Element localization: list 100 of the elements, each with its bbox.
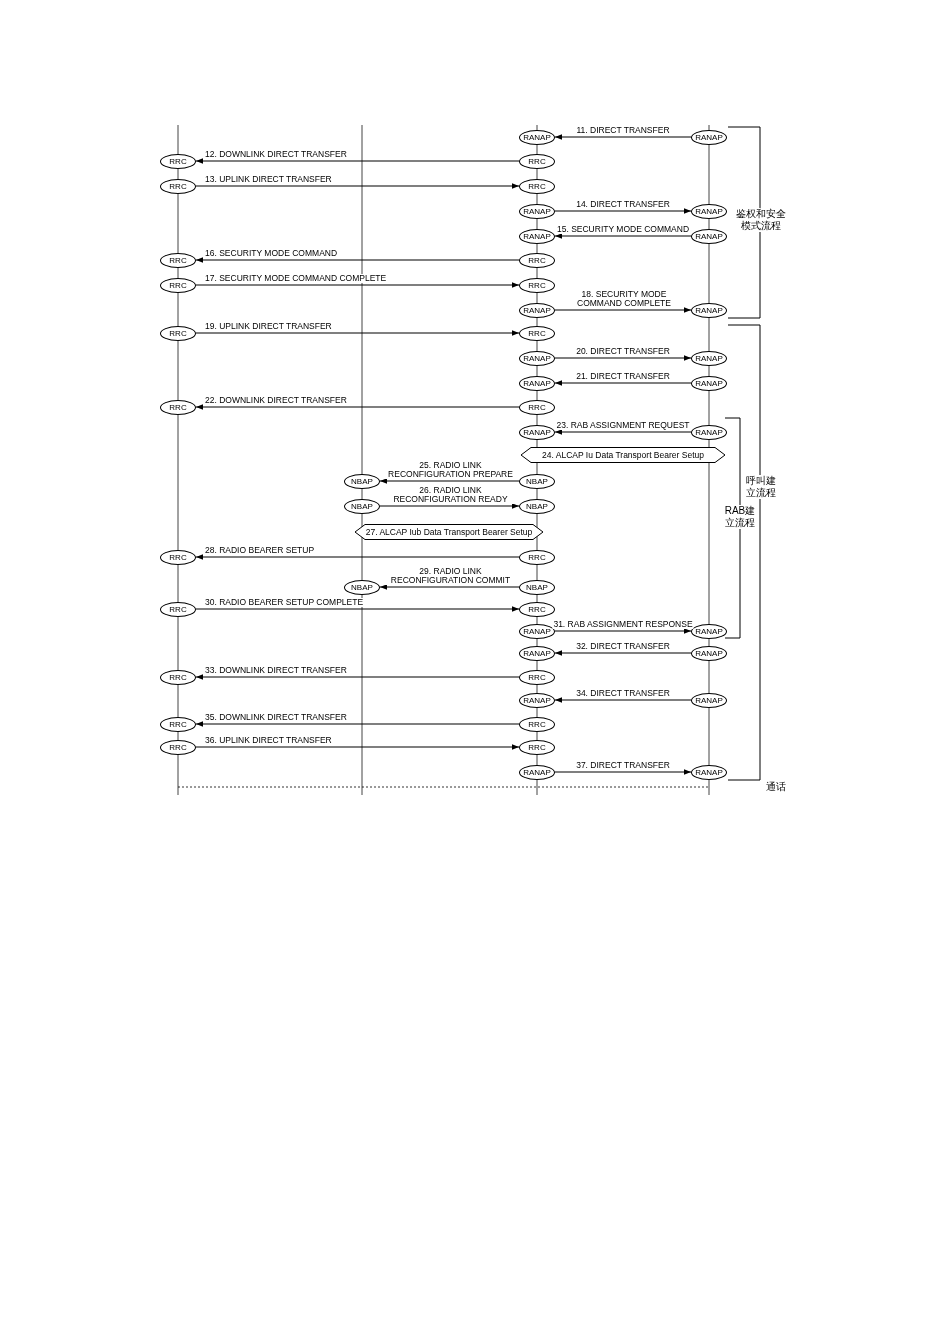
arrow — [554, 233, 692, 239]
protocol-ellipse: RRC — [160, 277, 196, 293]
phase-label: 通话 — [766, 781, 786, 793]
protocol-ellipse: NBAP — [519, 498, 555, 514]
edge-label: 35. DOWNLINK DIRECT TRANSFER — [204, 713, 348, 722]
arrow — [554, 380, 692, 386]
protocol-ellipse: RRC — [519, 325, 555, 341]
protocol-ellipse: RANAP — [519, 692, 555, 708]
edge-label: 31. RAB ASSIGNMENT RESPONSE — [552, 620, 694, 629]
arrow — [195, 183, 520, 189]
edge-label: 23. RAB ASSIGNMENT REQUEST — [555, 421, 691, 430]
edge-label: 14. DIRECT TRANSFER — [575, 200, 671, 209]
protocol-ellipse: RANAP — [691, 645, 727, 661]
protocol-ellipse: RRC — [160, 153, 196, 169]
hexagon-band: 24. ALCAP Iu Data Transport Bearer Setup — [521, 447, 725, 463]
protocol-ellipse: RANAP — [691, 424, 727, 440]
protocol-ellipse: RRC — [160, 399, 196, 415]
edge-label: 36. UPLINK DIRECT TRANSFER — [204, 736, 333, 745]
protocol-ellipse: RRC — [519, 277, 555, 293]
protocol-ellipse: RANAP — [519, 375, 555, 391]
protocol-ellipse: NBAP — [519, 579, 555, 595]
edge-label: 33. DOWNLINK DIRECT TRANSFER — [204, 666, 348, 675]
arrow — [195, 674, 520, 680]
arrow — [379, 478, 520, 484]
edge-label: 32. DIRECT TRANSFER — [575, 642, 671, 651]
protocol-ellipse: RANAP — [519, 424, 555, 440]
protocol-ellipse: RRC — [160, 669, 196, 685]
arrow — [195, 721, 520, 727]
protocol-ellipse: NBAP — [344, 498, 380, 514]
arrow — [554, 429, 692, 435]
protocol-ellipse: RANAP — [691, 203, 727, 219]
protocol-ellipse: RRC — [519, 153, 555, 169]
protocol-ellipse: RANAP — [691, 302, 727, 318]
arrow — [195, 330, 520, 336]
protocol-ellipse: RRC — [519, 178, 555, 194]
protocol-ellipse: RANAP — [519, 129, 555, 145]
edge-label: 22. DOWNLINK DIRECT TRANSFER — [204, 396, 348, 405]
protocol-ellipse: NBAP — [344, 579, 380, 595]
protocol-ellipse: RRC — [160, 739, 196, 755]
protocol-ellipse: RANAP — [691, 350, 727, 366]
edge-label: 30. RADIO BEARER SETUP COMPLETE — [204, 598, 365, 607]
arrow — [554, 628, 692, 634]
edge-label: 12. DOWNLINK DIRECT TRANSFER — [204, 150, 348, 159]
edge-label: 11. DIRECT TRANSFER — [575, 126, 671, 135]
arrow — [554, 134, 692, 140]
arrow — [379, 503, 520, 509]
protocol-ellipse: RRC — [160, 549, 196, 565]
arrow — [195, 158, 520, 164]
protocol-ellipse: RRC — [160, 178, 196, 194]
protocol-ellipse: RANAP — [691, 228, 727, 244]
edge-label: 21. DIRECT TRANSFER — [575, 372, 671, 381]
arrow — [195, 282, 520, 288]
arrow — [554, 307, 692, 313]
protocol-ellipse: RRC — [519, 601, 555, 617]
protocol-ellipse: RANAP — [519, 764, 555, 780]
protocol-ellipse: RRC — [519, 549, 555, 565]
protocol-ellipse: RANAP — [519, 203, 555, 219]
edge-label: 28. RADIO BEARER SETUP — [204, 546, 316, 555]
protocol-ellipse: RRC — [519, 669, 555, 685]
protocol-ellipse: NBAP — [344, 473, 380, 489]
edge-label: 17. SECURITY MODE COMMAND COMPLETE — [204, 274, 388, 283]
hexagon-band: 27. ALCAP Iub Data Transport Bearer Setup — [355, 524, 543, 540]
edge-label: 15. SECURITY MODE COMMAND — [555, 225, 691, 234]
arrow — [554, 697, 692, 703]
edge-label: 19. UPLINK DIRECT TRANSFER — [204, 322, 333, 331]
bracket-label: RAB建立流程 — [723, 505, 757, 529]
protocol-ellipse: RANAP — [691, 764, 727, 780]
bracket-label: 鉴权和安全模式流程 — [734, 208, 788, 232]
protocol-ellipse: RRC — [160, 716, 196, 732]
arrow — [554, 208, 692, 214]
protocol-ellipse: RANAP — [691, 375, 727, 391]
arrow — [379, 584, 520, 590]
protocol-ellipse: RANAP — [519, 302, 555, 318]
arrow — [195, 606, 520, 612]
edge-label: 13. UPLINK DIRECT TRANSFER — [204, 175, 333, 184]
bracket-label: 呼叫建立流程 — [744, 475, 778, 499]
arrow — [195, 554, 520, 560]
arrow — [195, 744, 520, 750]
arrow — [554, 650, 692, 656]
protocol-ellipse: RANAP — [691, 692, 727, 708]
arrow — [554, 355, 692, 361]
protocol-ellipse: RRC — [519, 716, 555, 732]
protocol-ellipse: RRC — [519, 399, 555, 415]
protocol-ellipse: NBAP — [519, 473, 555, 489]
protocol-ellipse: RRC — [160, 325, 196, 341]
edge-label: 16. SECURITY MODE COMMAND — [204, 249, 339, 258]
arrow — [195, 404, 520, 410]
edge-label: 37. DIRECT TRANSFER — [575, 761, 671, 770]
protocol-ellipse: RANAP — [519, 350, 555, 366]
arrow — [554, 769, 692, 775]
edge-label: 20. DIRECT TRANSFER — [575, 347, 671, 356]
protocol-ellipse: RRC — [160, 601, 196, 617]
protocol-ellipse: RRC — [160, 252, 196, 268]
protocol-ellipse: RANAP — [519, 228, 555, 244]
protocol-ellipse: RANAP — [519, 645, 555, 661]
protocol-ellipse: RRC — [519, 739, 555, 755]
protocol-ellipse: RRC — [519, 252, 555, 268]
edge-label: 34. DIRECT TRANSFER — [575, 689, 671, 698]
arrow — [195, 257, 520, 263]
protocol-ellipse: RANAP — [519, 623, 555, 639]
